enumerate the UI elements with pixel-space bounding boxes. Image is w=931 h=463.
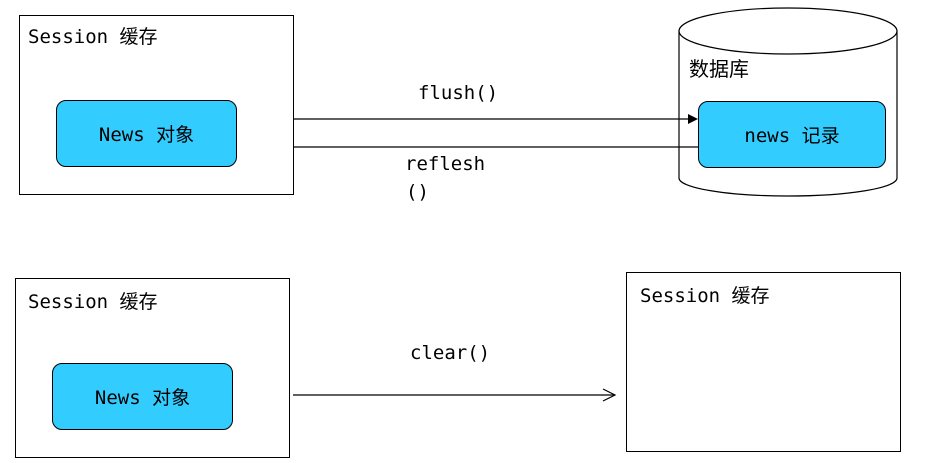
clear-label: clear() bbox=[410, 342, 491, 364]
reflesh-label-line2: () bbox=[406, 181, 429, 203]
news-record: news 记录 bbox=[698, 101, 886, 168]
database-title: 数据库 bbox=[689, 57, 749, 81]
bottom-right-session-cache-title: Session 缓存 bbox=[640, 285, 770, 307]
clear-arrow-head bbox=[602, 388, 617, 402]
bottom-news-object: News 对象 bbox=[52, 363, 233, 430]
top-session-cache-title: Session 缓存 bbox=[28, 26, 158, 48]
top-news-object: News 对象 bbox=[56, 100, 237, 167]
cylinder-top bbox=[678, 7, 898, 55]
bottom-left-session-cache-box: Session 缓存 News 对象 bbox=[15, 278, 290, 458]
top-session-cache-box: Session 缓存 News 对象 bbox=[19, 15, 294, 195]
reflesh-label-line1: reflesh bbox=[405, 153, 486, 175]
flush-label: flush() bbox=[418, 82, 499, 104]
bottom-right-session-cache-box: Session 缓存 bbox=[626, 272, 901, 452]
flush-arrow-head bbox=[688, 114, 698, 124]
bottom-left-session-cache-title: Session 缓存 bbox=[28, 291, 158, 313]
